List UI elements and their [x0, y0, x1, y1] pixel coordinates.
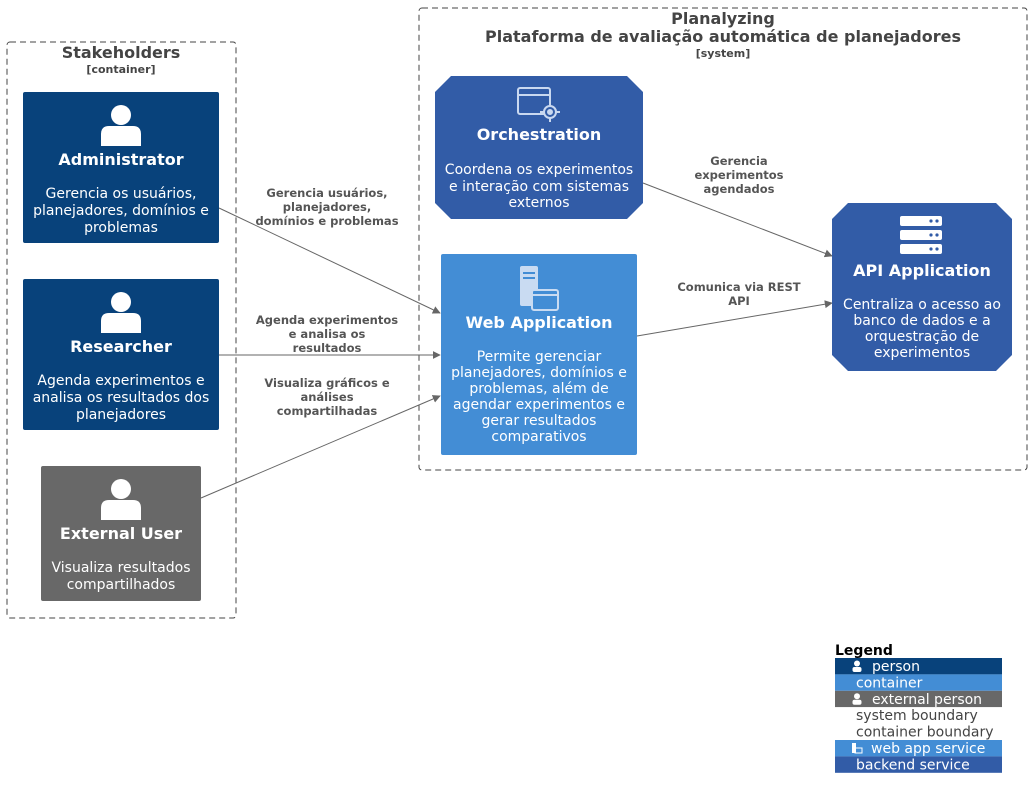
svg-text:análises: análises — [300, 390, 353, 404]
legend-label: external person — [872, 692, 982, 708]
svg-text:planejadores: planejadores — [76, 407, 166, 423]
svg-text:problemas, além de: problemas, além de — [469, 381, 608, 397]
svg-text:banco de dados e a: banco de dados e a — [853, 313, 990, 329]
edge-label-orchestration-api: Gerencia experimentos agendados — [694, 154, 783, 196]
legend-item-backend-service: backend service — [835, 756, 1002, 773]
svg-text:Agenda experimentos e: Agenda experimentos e — [37, 373, 204, 389]
legend-label: container — [856, 675, 923, 691]
node-title: API Application — [853, 261, 991, 280]
node-title: External User — [60, 524, 182, 543]
svg-text:Visualiza resultados: Visualiza resultados — [52, 560, 191, 576]
node-web-application[interactable]: Web Application Permite gerenciar planej… — [441, 254, 637, 455]
legend-label: system boundary — [856, 708, 978, 724]
node-orchestration[interactable]: Orchestration Coordena os experimentos e… — [435, 76, 643, 219]
svg-text:e interação com sistemas: e interação com sistemas — [449, 179, 629, 195]
svg-text:resultados: resultados — [293, 341, 362, 355]
legend-label: web app service — [871, 741, 985, 757]
svg-text:planejadores, domínios e: planejadores, domínios e — [33, 203, 209, 219]
legend-item-person: person — [835, 658, 1002, 675]
svg-text:analisa os resultados dos: analisa os resultados dos — [33, 390, 210, 406]
svg-text:experimentos: experimentos — [874, 345, 970, 361]
server-window-icon — [852, 743, 863, 754]
stakeholders-boundary: Stakeholders [container] — [6, 41, 237, 619]
svg-text:Gerencia usuários,: Gerencia usuários, — [266, 186, 387, 200]
svg-text:planejadores, domínios e: planejadores, domínios e — [451, 365, 627, 381]
edge-web-api — [636, 300, 833, 337]
svg-text:agendar experimentos e: agendar experimentos e — [453, 397, 625, 413]
node-title: Administrator — [58, 150, 183, 169]
svg-text:compartilhados: compartilhados — [67, 577, 176, 593]
system-subtitle: Plataforma de avaliação automática de pl… — [485, 27, 961, 46]
svg-text:Agenda experimentos: Agenda experimentos — [256, 313, 398, 327]
svg-text:Comunica via REST: Comunica via REST — [677, 280, 800, 294]
svg-text:planejadores,: planejadores, — [283, 200, 371, 214]
legend-item-system-boundary: system boundary — [835, 707, 1002, 724]
svg-text:Visualiza gráficos e: Visualiza gráficos e — [264, 376, 390, 390]
system-type: [system] — [696, 47, 751, 60]
edges — [200, 182, 833, 499]
svg-text:Permite gerenciar: Permite gerenciar — [477, 349, 602, 365]
svg-text:comparativos: comparativos — [491, 429, 586, 445]
node-administrator[interactable]: Administrator Gerencia os usuários, plan… — [23, 92, 219, 243]
stakeholders-title: Stakeholders — [62, 43, 181, 62]
person-icon — [852, 660, 862, 672]
svg-text:domínios e problemas: domínios e problemas — [255, 214, 398, 228]
legend-item-container-boundary: container boundary — [835, 723, 1002, 741]
svg-text:gerar resultados: gerar resultados — [482, 413, 597, 429]
legend-item-external-person: external person — [835, 690, 1002, 708]
system-boundary: Planalyzing Plataforma de avaliação auto… — [418, 7, 1028, 471]
svg-text:Gerencia: Gerencia — [710, 154, 767, 168]
edge-admin-web — [218, 207, 441, 314]
edge-orchestration-api — [642, 182, 833, 258]
edge-label-researcher-web: Agenda experimentos e analisa os resulta… — [256, 313, 398, 355]
person-icon — [852, 693, 862, 705]
node-external-user[interactable]: External User Visualiza resultados compa… — [41, 466, 201, 601]
legend-label: backend service — [856, 757, 970, 773]
node-api-application[interactable]: API Application Centraliza o acesso ao b… — [832, 203, 1012, 371]
svg-text:e analisa os: e analisa os — [289, 327, 366, 341]
settings-window-icon — [517, 87, 560, 122]
svg-text:Centraliza o acesso ao: Centraliza o acesso ao — [843, 297, 1001, 313]
edge-external-web — [200, 395, 441, 499]
legend-title: Legend — [835, 643, 893, 659]
edge-label-external-web: Visualiza gráficos e análises compartilh… — [264, 376, 390, 418]
edge-label-admin-web: Gerencia usuários, planejadores, domínio… — [255, 186, 398, 228]
svg-text:Gerencia os usuários,: Gerencia os usuários, — [46, 186, 197, 202]
svg-text:API: API — [728, 294, 750, 308]
svg-text:problemas: problemas — [84, 220, 158, 236]
server-stack-icon — [900, 216, 942, 254]
svg-text:compartilhadas: compartilhadas — [277, 404, 378, 418]
svg-text:experimentos: experimentos — [694, 168, 783, 182]
system-title: Planalyzing — [671, 9, 775, 28]
legend-item-container: container — [835, 674, 1002, 691]
legend-label: person — [872, 659, 920, 675]
node-title: Orchestration — [477, 125, 602, 144]
node-title: Web Application — [465, 313, 612, 332]
stakeholders-type: [container] — [86, 63, 155, 76]
server-window-icon — [520, 266, 559, 311]
svg-text:Coordena os experimentos: Coordena os experimentos — [445, 162, 633, 178]
legend-label: container boundary — [856, 725, 994, 741]
node-researcher[interactable]: Researcher Agenda experimentos e analisa… — [23, 279, 219, 430]
node-title: Researcher — [70, 337, 172, 356]
legend-item-web-app-service: web app service — [835, 740, 1002, 757]
svg-text:externos: externos — [509, 195, 570, 211]
svg-text:orquestração de: orquestração de — [865, 329, 979, 345]
svg-text:agendados: agendados — [704, 182, 775, 196]
edge-label-web-api: Comunica via REST API — [677, 280, 800, 308]
